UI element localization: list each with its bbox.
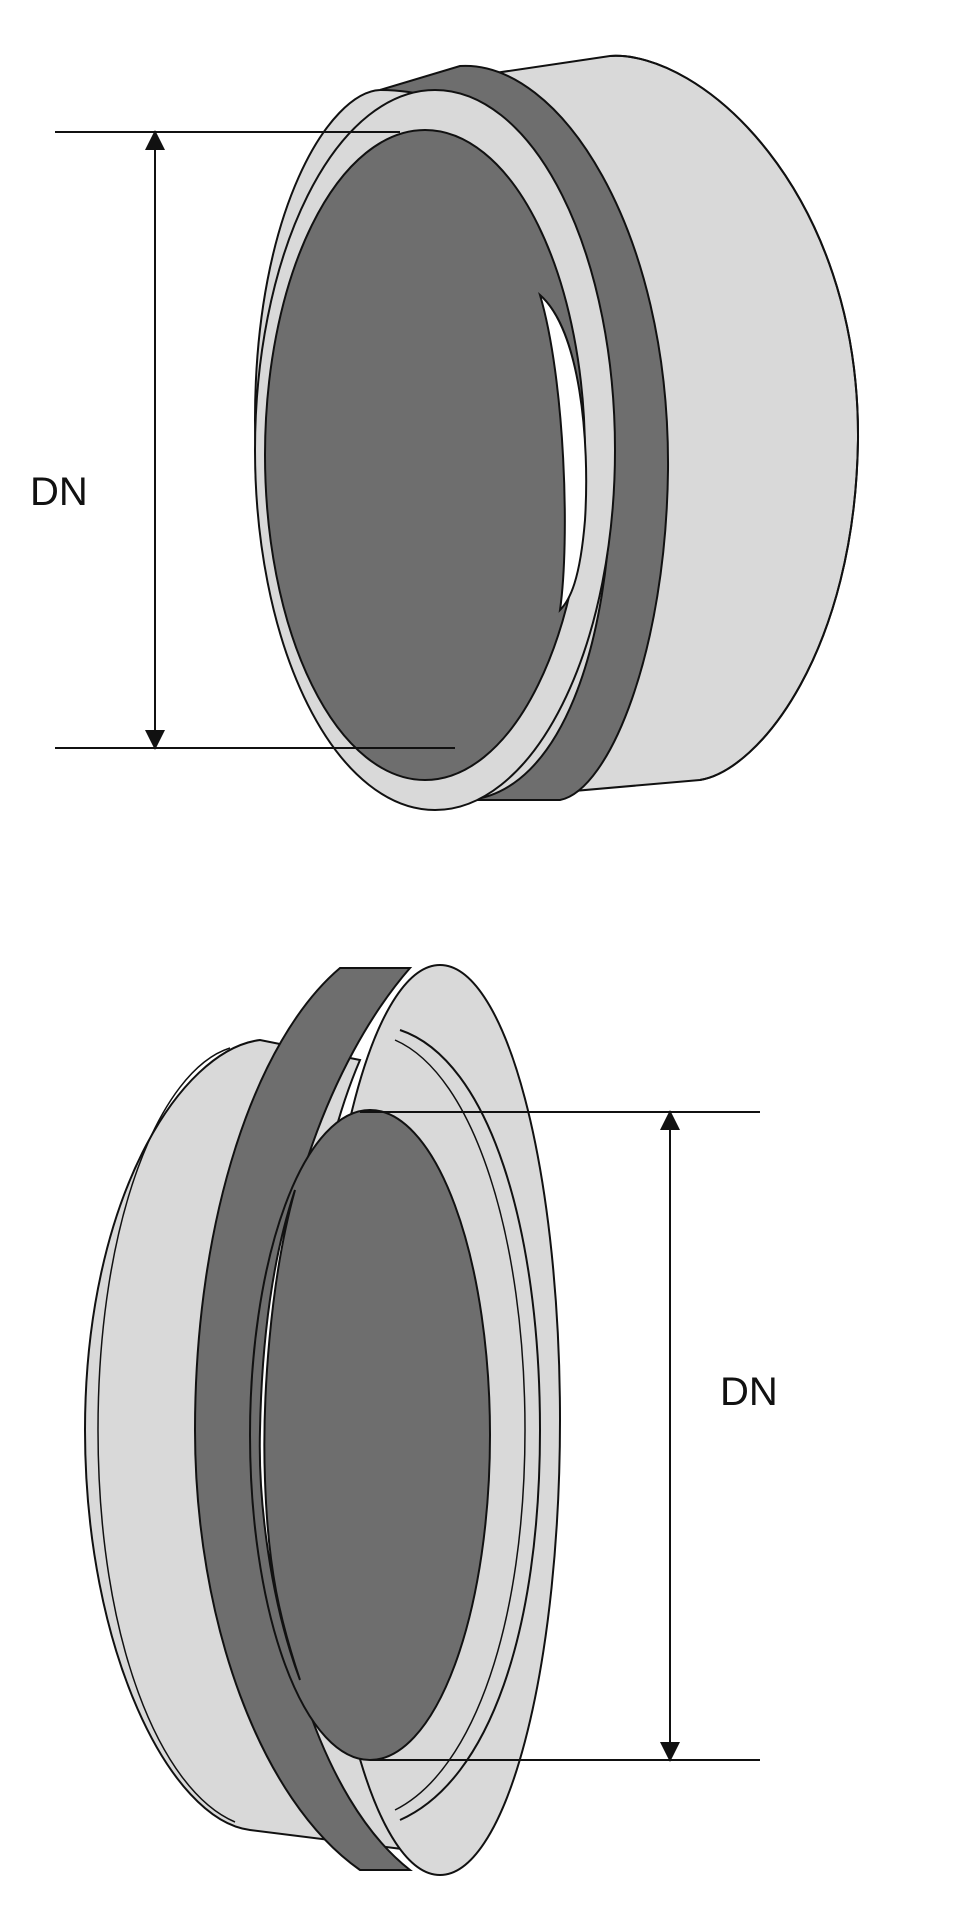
bottom-ring xyxy=(83,964,561,1876)
bottom-ring-groove-inner xyxy=(394,1039,526,1811)
bottom-dimension: DN xyxy=(360,1110,778,1762)
top-dimension-label: DN xyxy=(30,470,88,514)
top-ring-back-edge xyxy=(609,54,860,781)
bottom-ring-groove-outer xyxy=(399,1029,542,1821)
top-ring xyxy=(253,54,860,811)
bottom-dimension-label: DN xyxy=(720,1370,778,1414)
top-ring-bore xyxy=(264,129,586,781)
bottom-ring-back-flange-edge xyxy=(97,1047,236,1823)
bottom-ring-bore xyxy=(249,1109,491,1761)
top-dimension: DN xyxy=(30,130,455,750)
top-ring-opening xyxy=(538,291,588,613)
bottom-ring-opening xyxy=(258,1189,301,1681)
